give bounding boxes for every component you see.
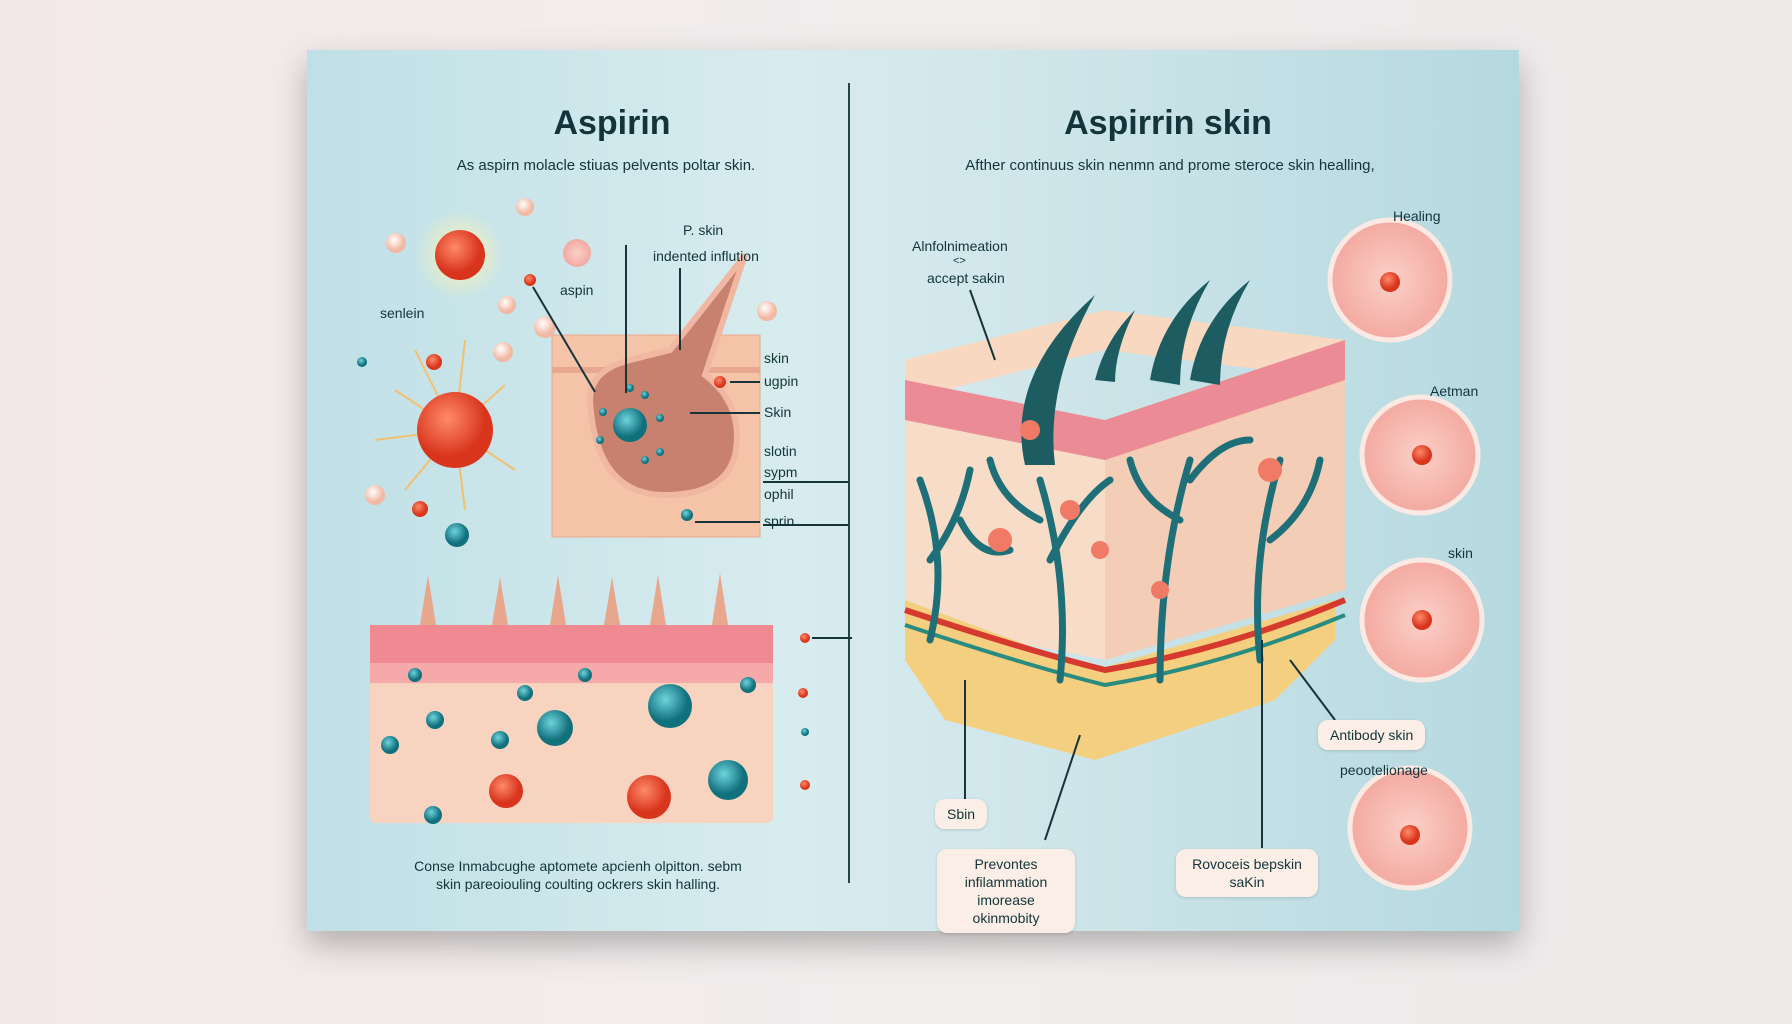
label: Healing xyxy=(1393,208,1441,224)
panel-divider xyxy=(848,83,850,883)
caption-line: Conse Inmabcughe aptomete apcienh olpitt… xyxy=(414,858,742,874)
label: slotin xyxy=(764,443,797,459)
skin-3d-block xyxy=(904,280,1347,848)
label: ugpin xyxy=(764,373,799,389)
label: aspin xyxy=(560,282,594,298)
label: Aetman xyxy=(1430,383,1479,399)
skin-layer-strip xyxy=(370,573,852,824)
label-box-antibody: Antibody skin xyxy=(1318,720,1426,750)
left-subtitle: As aspirn molacle stiuas pelvents poltar… xyxy=(456,157,756,174)
right-title: Aspirrin skin xyxy=(1064,104,1272,142)
cell-cluster xyxy=(357,198,777,547)
label: senlein xyxy=(380,305,425,321)
magnified-tissue-circles xyxy=(1327,217,1485,891)
label: sprin xyxy=(764,513,795,529)
left-title: Aspirin xyxy=(553,104,671,142)
label: accept sakin xyxy=(927,270,1005,286)
label: sypm xyxy=(764,464,798,480)
label: skin xyxy=(1448,545,1473,561)
label: Skin xyxy=(764,404,792,420)
activated-cell xyxy=(417,392,493,468)
label-box-prevents: Prevontes infilammation imorease okinmob… xyxy=(937,849,1075,933)
label: peootelionage xyxy=(1340,762,1428,778)
label: <> xyxy=(953,255,966,267)
label: Prevontes infilammation xyxy=(964,856,1048,890)
inflammatory-cell xyxy=(435,230,485,280)
label: indented inflution xyxy=(653,248,759,264)
label: P. skin xyxy=(683,222,724,238)
label: ophil xyxy=(764,486,794,502)
skin-cross-section xyxy=(532,245,848,538)
label: saKin xyxy=(1229,874,1265,890)
label: skin xyxy=(764,350,789,366)
label: Alnfolnimeation xyxy=(912,238,1008,254)
label-box-revocets: Rovoceis bepskin saKin xyxy=(1176,849,1318,897)
caption-line: skin pareoiouling coulting ockrers skin … xyxy=(435,876,721,892)
right-subtitle: Afther continuus skin nenmn and prome st… xyxy=(965,157,1375,174)
label: imorease okinmobity xyxy=(972,892,1040,926)
label: Rovoceis bepskin xyxy=(1192,856,1302,872)
label-box-skin: Sbin xyxy=(935,799,988,829)
